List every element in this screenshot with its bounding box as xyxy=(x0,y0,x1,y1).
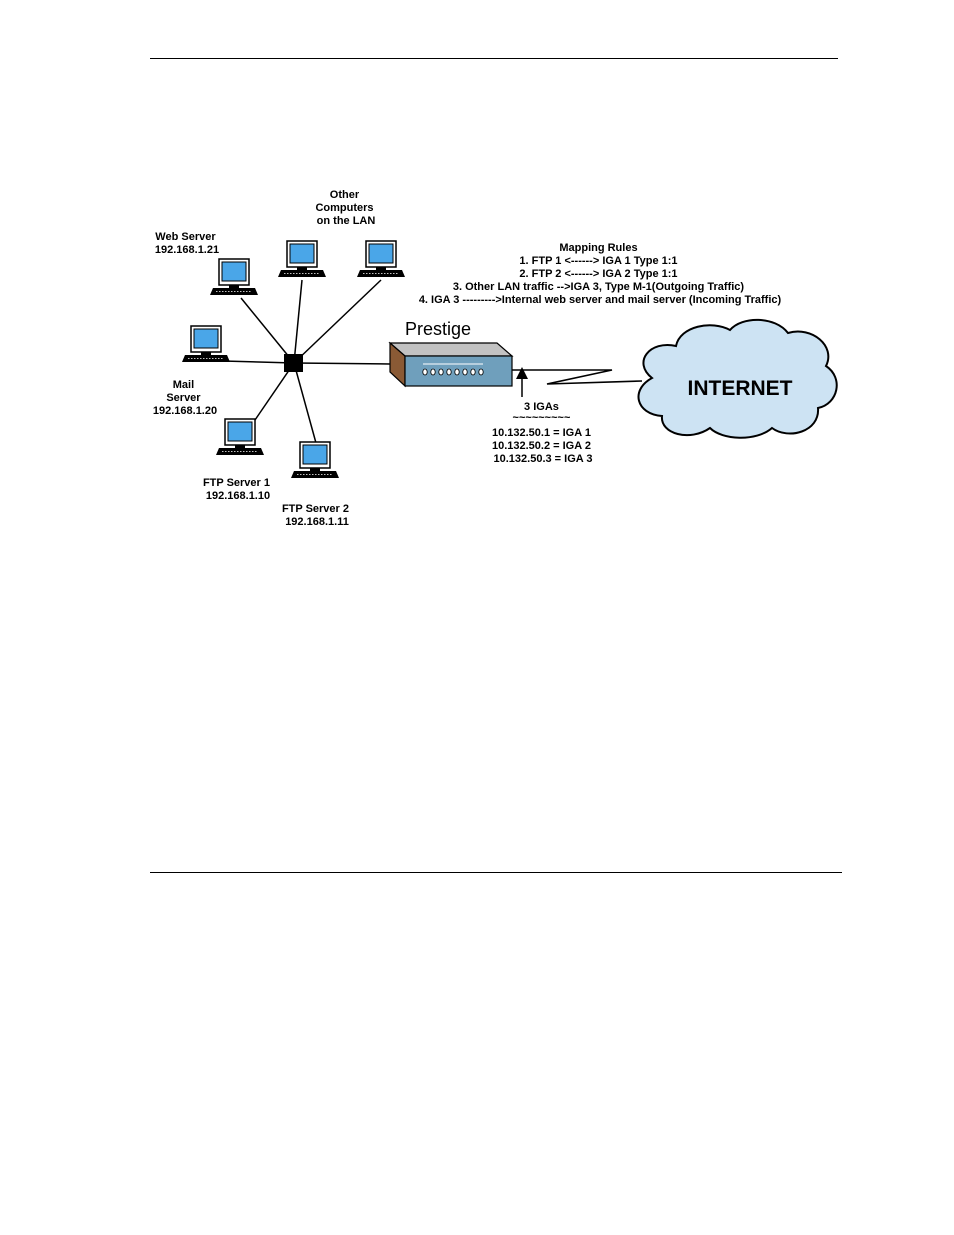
internet-label: INTERNET xyxy=(688,377,793,400)
header-rule xyxy=(150,58,838,59)
mail-server-computer-icon xyxy=(181,325,231,363)
internet-cloud-icon xyxy=(637,318,838,439)
mapping-rules: Mapping Rules 1. FTP 1 <------> IGA 1 Ty… xyxy=(419,242,782,306)
footer-rule xyxy=(150,872,842,873)
prestige-router-icon xyxy=(388,341,514,388)
ftp-server-2-label: FTP Server 2 192.168.1.11 xyxy=(282,503,352,528)
igas-label: 3 IGAs ~~~~~~~~~ 10.132.50.1 = IGA 1 10.… xyxy=(492,401,594,465)
lan-computer-icon xyxy=(277,240,327,278)
mail-server-label: Mail Server 192.168.1.20 xyxy=(153,379,217,417)
prestige-label: Prestige xyxy=(405,319,471,339)
web-server-computer-icon xyxy=(209,258,259,296)
wan-link xyxy=(512,369,643,385)
lan-computer-icon xyxy=(356,240,406,278)
lan-links xyxy=(222,279,391,444)
ftp-server-1-label: FTP Server 1 192.168.1.10 xyxy=(203,477,273,502)
ftp-server-1-computer-icon xyxy=(215,418,265,456)
other-computers-label: Other Computers on the LAN xyxy=(315,189,376,227)
web-server-label: Web Server 192.168.1.21 xyxy=(155,231,219,256)
iga-arrow-icon xyxy=(516,367,528,397)
ftp-server-2-computer-icon xyxy=(290,441,340,479)
lan-hub xyxy=(284,354,303,372)
